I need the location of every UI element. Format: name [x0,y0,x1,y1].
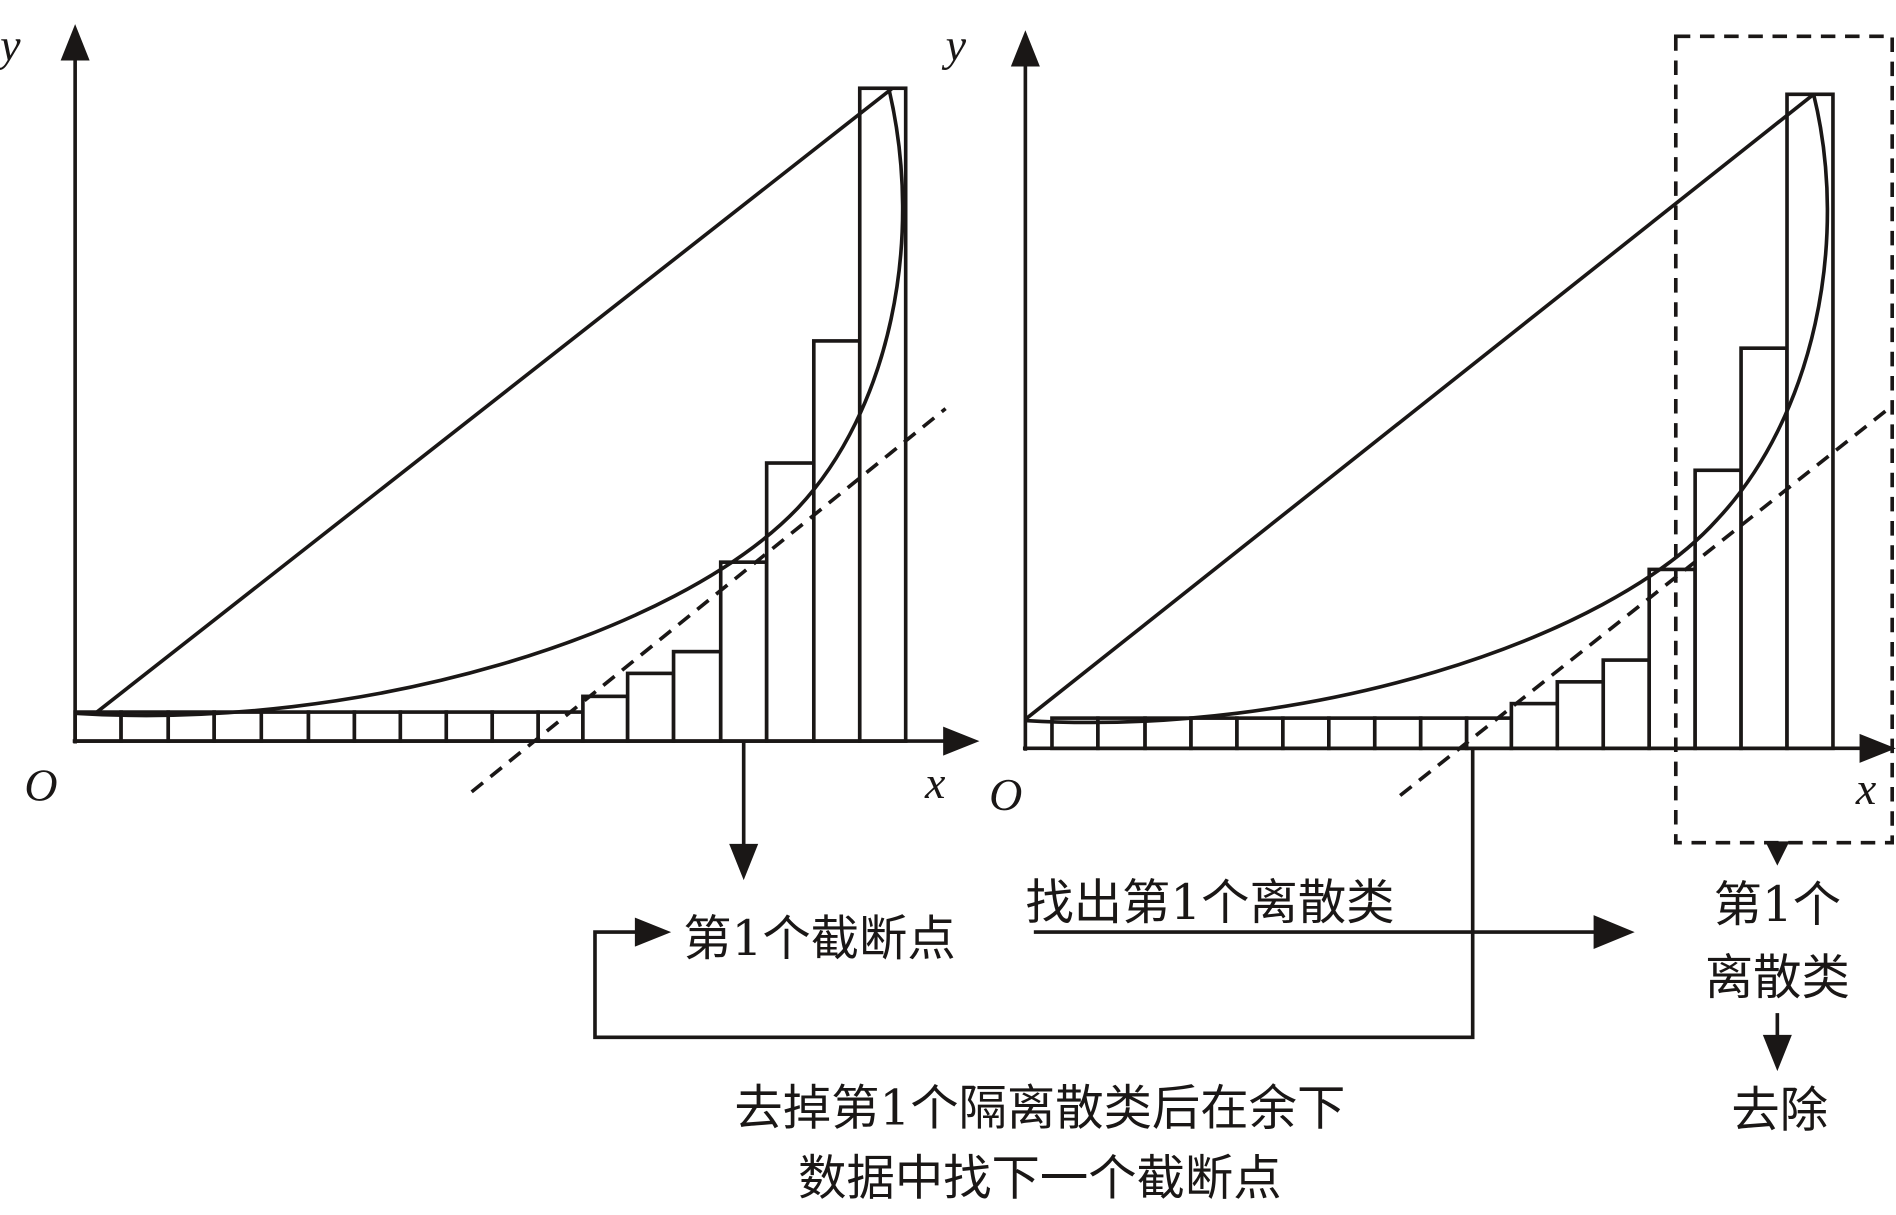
find-class-label: 找出第1个离散类 [1025,875,1394,931]
right-x-label: x [1855,763,1877,814]
right-bars [1050,92,1835,751]
loop-back-arrow [593,748,1475,1040]
left-chord-line [95,86,894,714]
down-arrow-icon [729,843,759,881]
right-arrow-icon [634,917,672,947]
left-bars [73,86,908,743]
right-arrow-icon [1593,915,1635,950]
breakpoint-label: 第1个截断点 [683,911,955,967]
left-y-arrow-icon [60,24,90,61]
down-arrow-icon [1765,841,1790,866]
loop-label-line2: 数据中找下一个截断点 [798,1150,1281,1206]
right-x-arrow-icon [1859,733,1896,763]
discrete-class-dashed-box [1673,34,1895,845]
right-y-arrow-icon [1010,30,1040,67]
right-chord-line [1024,92,1815,721]
down-arrow-icon [1762,1034,1792,1072]
left-y-label: y [0,19,21,70]
class-label-line1: 第1个 [1714,877,1841,933]
right-y-label: y [942,19,967,70]
right-tangent-dashed [1399,407,1890,797]
left-x-label: x [924,757,946,808]
left-chart: y O x [0,19,980,881]
left-x-arrow-icon [943,726,980,756]
loop-label-line1: 去掉第1个隔离散类后在余下 [734,1080,1345,1136]
remove-label: 去除 [1731,1083,1828,1139]
left-origin-label: O [24,759,57,810]
right-curve [1025,93,1830,725]
right-chart: y O x [942,19,1896,866]
left-curve [75,87,905,718]
right-origin-label: O [989,769,1022,820]
class-label-line2: 离散类 [1705,950,1850,1006]
left-tangent-dashed [470,407,947,794]
